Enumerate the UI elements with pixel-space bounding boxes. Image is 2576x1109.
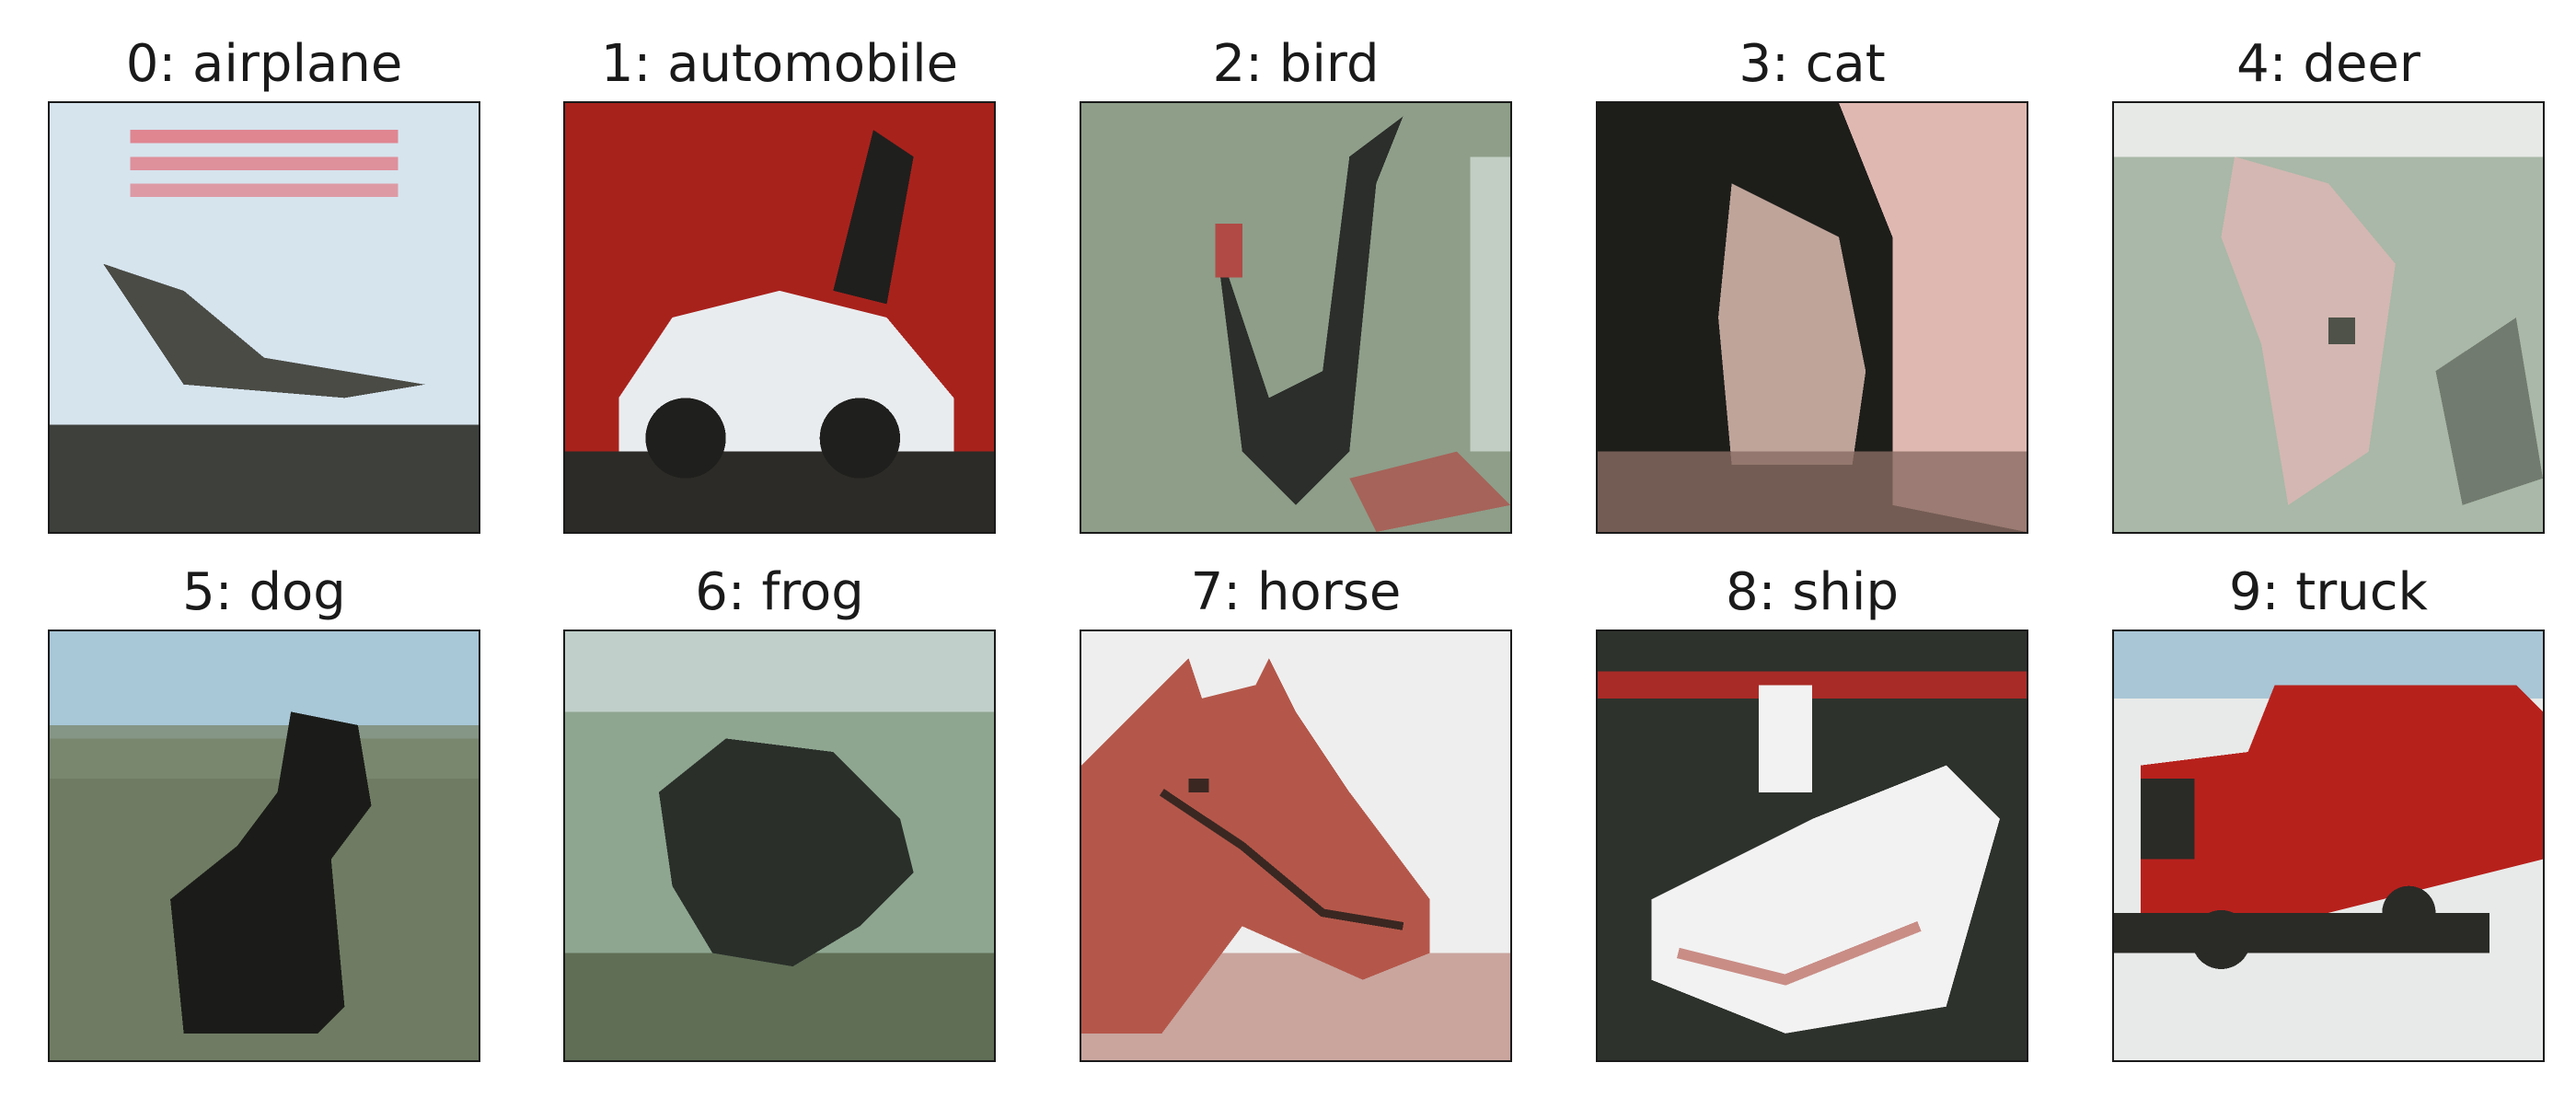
automobile-image (563, 101, 996, 534)
panel-title: 8: ship (1725, 562, 1900, 622)
panel-title: 4: deer (2236, 34, 2420, 94)
cat-image (1596, 101, 2028, 534)
panel-title: 9: truck (2229, 562, 2428, 622)
horse-image (1080, 630, 1512, 1062)
panel-title: 7: horse (1190, 562, 1402, 622)
panel-title: 2: bird (1212, 34, 1380, 94)
airplane-image (48, 101, 480, 534)
deer-image (2112, 101, 2545, 534)
panel-title: 0: airplane (125, 34, 403, 94)
panel-title: 5: dog (182, 562, 346, 622)
ship-image (1596, 630, 2028, 1062)
panel-title: 3: cat (1739, 34, 1886, 94)
truck-image (2112, 630, 2545, 1062)
dog-image (48, 630, 480, 1062)
panel-title: 1: automobile (600, 34, 959, 94)
frog-image (563, 630, 996, 1062)
bird-image (1080, 101, 1512, 534)
panel-title: 6: frog (695, 562, 864, 622)
